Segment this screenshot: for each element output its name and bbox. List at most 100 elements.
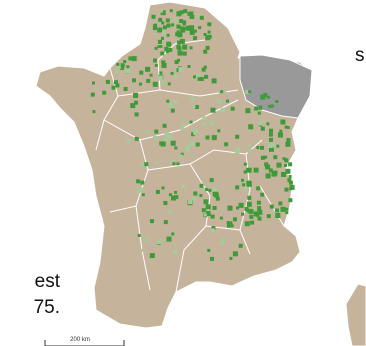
site-marker bbox=[154, 129, 159, 134]
site-marker bbox=[202, 116, 207, 121]
site-marker bbox=[192, 105, 196, 108]
site-marker bbox=[245, 108, 251, 114]
site-marker bbox=[210, 214, 215, 219]
site-marker bbox=[145, 129, 149, 133]
site-marker bbox=[116, 64, 121, 69]
site-marker bbox=[210, 107, 216, 113]
site-marker bbox=[115, 69, 119, 74]
site-marker bbox=[248, 208, 254, 214]
site-marker bbox=[166, 236, 172, 242]
site-marker bbox=[243, 162, 247, 166]
site-marker bbox=[171, 23, 175, 27]
site-marker bbox=[120, 65, 125, 70]
site-marker bbox=[246, 167, 252, 173]
site-marker bbox=[265, 164, 270, 170]
site-marker bbox=[179, 19, 184, 23]
site-marker bbox=[277, 132, 283, 138]
site-marker bbox=[268, 144, 273, 148]
corsica-island bbox=[345, 283, 366, 346]
site-marker bbox=[268, 104, 272, 108]
site-marker bbox=[286, 138, 291, 143]
site-marker bbox=[168, 135, 173, 140]
site-marker bbox=[238, 243, 243, 248]
site-marker bbox=[258, 120, 264, 126]
site-marker bbox=[246, 201, 252, 207]
site-marker bbox=[230, 224, 234, 228]
site-marker bbox=[243, 170, 247, 174]
site-marker bbox=[207, 22, 212, 27]
site-marker bbox=[162, 123, 167, 128]
site-marker bbox=[159, 141, 164, 146]
site-marker bbox=[174, 195, 179, 200]
site-marker bbox=[212, 206, 217, 210]
site-marker bbox=[158, 39, 162, 44]
site-marker bbox=[235, 185, 240, 190]
site-marker bbox=[254, 106, 259, 111]
site-marker bbox=[236, 206, 239, 210]
site-marker bbox=[216, 98, 222, 104]
site-marker bbox=[212, 186, 218, 192]
site-marker bbox=[256, 214, 260, 218]
site-marker bbox=[198, 26, 202, 30]
site-marker bbox=[174, 190, 178, 194]
site-marker bbox=[170, 71, 174, 75]
site-marker bbox=[242, 183, 246, 187]
site-marker bbox=[145, 66, 151, 72]
site-marker bbox=[132, 78, 136, 83]
site-marker bbox=[256, 200, 261, 205]
site-marker bbox=[273, 155, 278, 160]
site-marker bbox=[134, 112, 139, 117]
site-marker bbox=[220, 90, 224, 94]
site-marker bbox=[176, 30, 180, 34]
site-marker bbox=[241, 212, 245, 216]
site-marker bbox=[177, 50, 183, 56]
site-marker bbox=[269, 128, 273, 133]
site-marker bbox=[155, 161, 159, 165]
site-marker bbox=[253, 211, 259, 217]
site-marker bbox=[162, 31, 166, 36]
site-marker bbox=[162, 25, 167, 30]
site-marker bbox=[233, 217, 237, 222]
site-marker bbox=[260, 145, 264, 150]
site-marker bbox=[260, 192, 265, 197]
site-marker bbox=[260, 126, 265, 131]
excluded-region bbox=[239, 54, 313, 119]
site-marker bbox=[192, 197, 196, 202]
site-marker bbox=[193, 75, 196, 79]
site-marker bbox=[219, 216, 223, 220]
site-marker bbox=[166, 23, 171, 28]
site-marker bbox=[139, 70, 144, 75]
site-marker bbox=[245, 90, 250, 95]
site-marker bbox=[213, 192, 219, 198]
site-marker bbox=[210, 228, 215, 233]
site-marker bbox=[285, 207, 289, 211]
site-marker bbox=[175, 32, 180, 37]
clipped-text-bottom-left-1: est bbox=[34, 271, 60, 292]
site-marker bbox=[210, 256, 214, 261]
site-marker bbox=[150, 219, 154, 224]
site-marker bbox=[180, 123, 185, 128]
site-marker bbox=[177, 32, 183, 38]
site-marker bbox=[155, 189, 160, 194]
site-marker bbox=[202, 122, 207, 127]
site-marker bbox=[286, 126, 290, 129]
site-marker bbox=[269, 146, 274, 152]
site-marker bbox=[185, 27, 189, 31]
site-marker bbox=[161, 36, 164, 40]
site-marker bbox=[92, 81, 95, 85]
site-marker bbox=[208, 188, 212, 192]
site-marker bbox=[182, 119, 186, 122]
site-marker bbox=[154, 63, 158, 67]
site-marker bbox=[160, 10, 166, 16]
site-marker bbox=[105, 79, 110, 84]
site-marker bbox=[173, 243, 177, 247]
site-marker bbox=[164, 132, 170, 138]
site-marker bbox=[288, 180, 293, 185]
site-marker bbox=[174, 146, 178, 150]
site-marker bbox=[161, 63, 167, 68]
site-marker bbox=[160, 80, 164, 85]
site-marker bbox=[247, 149, 252, 153]
site-marker bbox=[153, 24, 158, 29]
site-marker bbox=[166, 99, 170, 103]
site-marker bbox=[246, 180, 252, 186]
